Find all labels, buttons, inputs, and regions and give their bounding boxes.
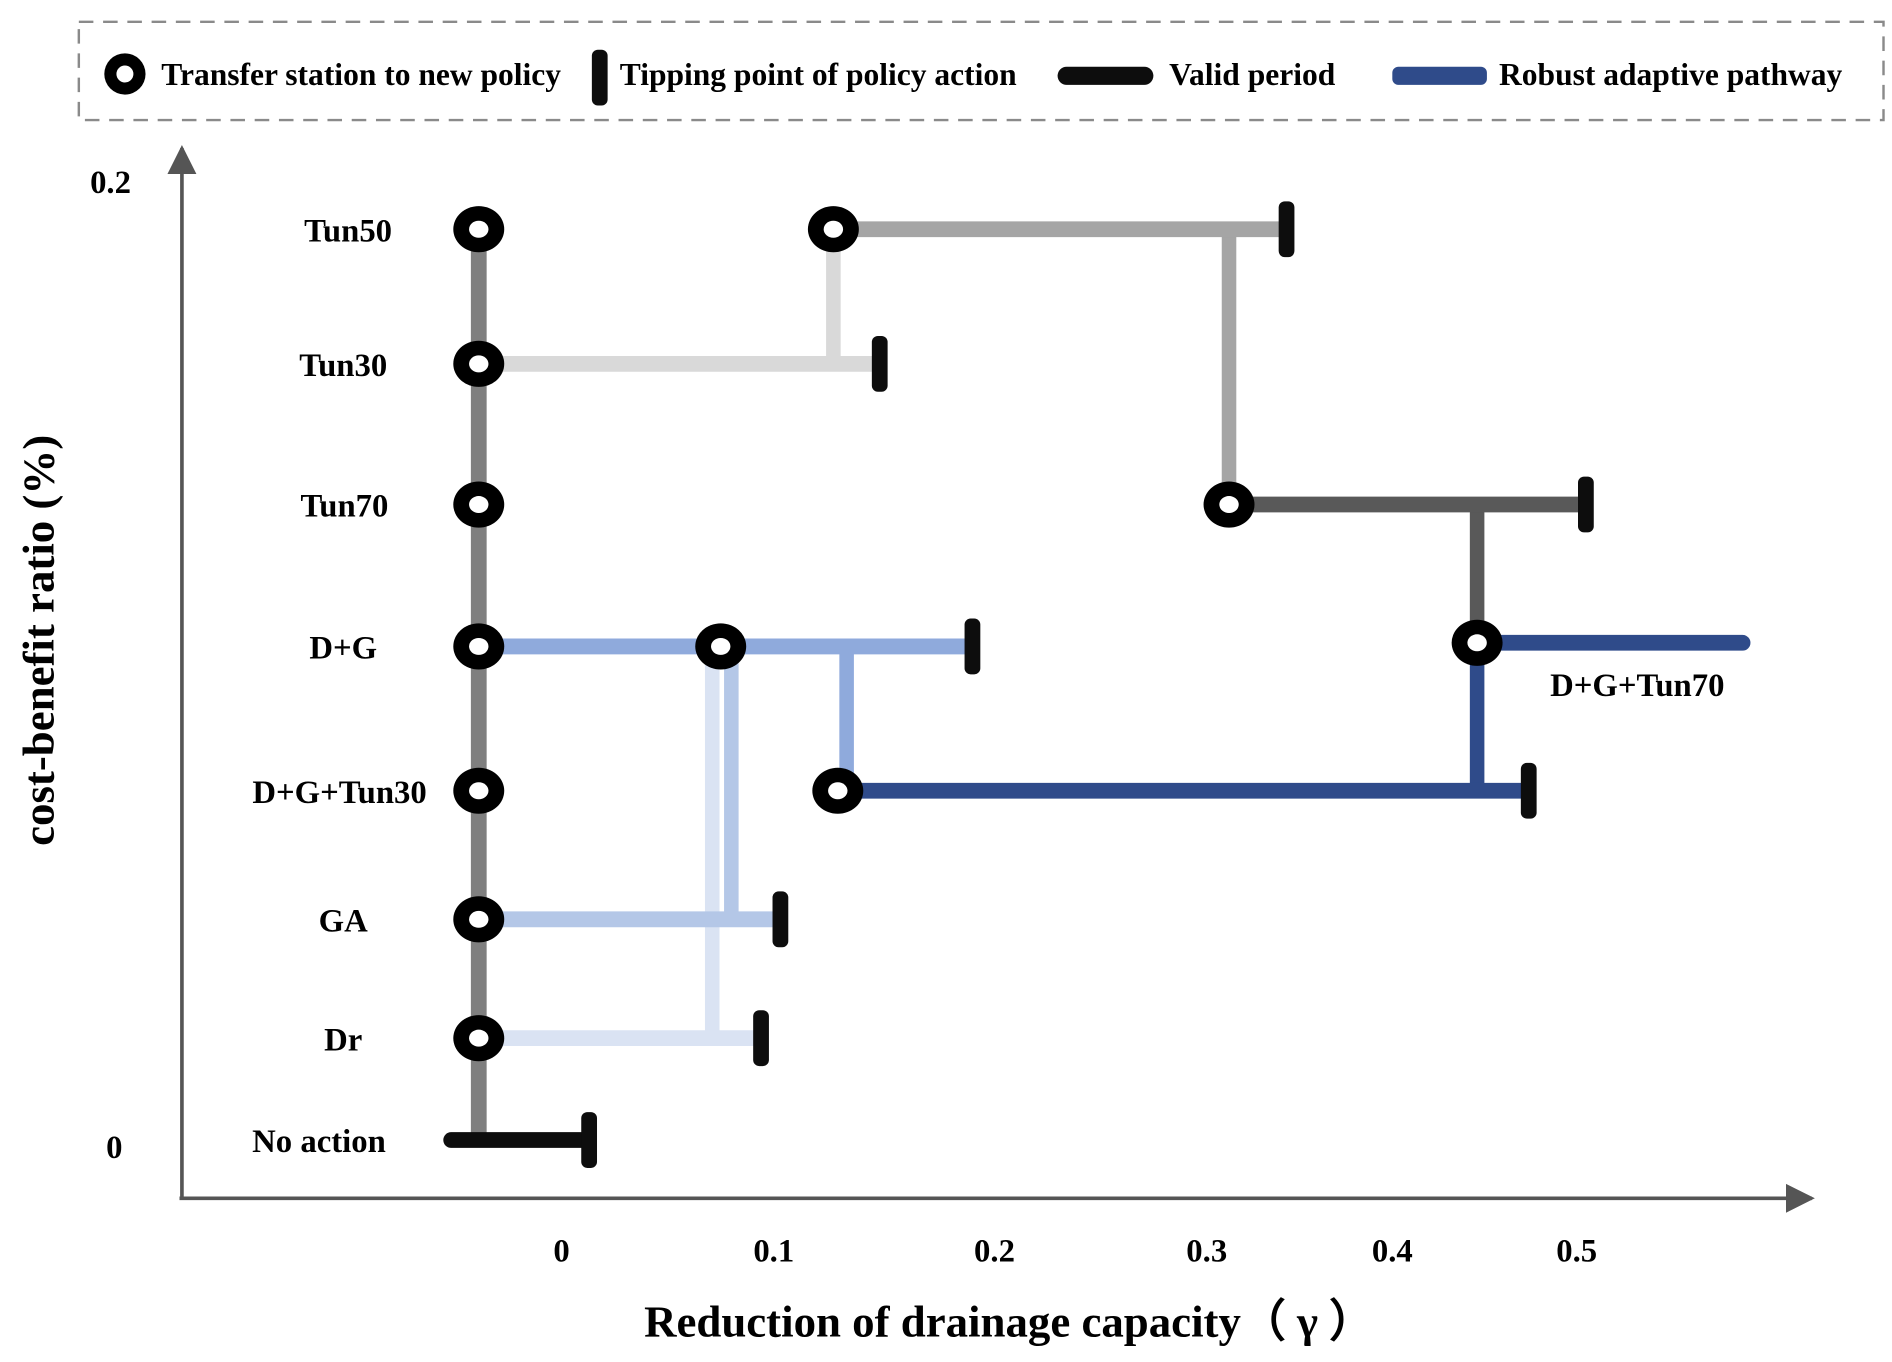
transfer-stations [453, 206, 1503, 1062]
transfer-station-hole [469, 637, 489, 655]
transfer-station-hole [823, 220, 844, 238]
legend-item-transfer-station: Transfer station to new policy [104, 53, 561, 95]
transfer-station-hole [828, 782, 848, 800]
policy-label: D+G [309, 631, 377, 667]
transfer-station-hole [1219, 496, 1239, 514]
policy-label: Tun70 [300, 489, 388, 525]
tipping-point-icon [1578, 476, 1594, 533]
legend-label: Transfer station to new policy [161, 57, 561, 92]
x-tick-label: 0.3 [1186, 1233, 1227, 1269]
policy-label: Tun50 [304, 213, 392, 249]
axes: 0.2 0 cost-benefit ratio (%) Reduction o… [13, 145, 1815, 1347]
tipping-point-icon [753, 1010, 769, 1067]
legend-item-tipping-point: Tipping point of policy action [591, 49, 1017, 106]
policy-label: D+G+Tun70 [1550, 668, 1724, 704]
transfer-station-icon-hole [116, 65, 134, 83]
transfer-station-hole [469, 1029, 489, 1047]
policy-label: No action [252, 1124, 386, 1160]
tipping-points [581, 201, 1594, 1168]
policy-label: Tun30 [299, 348, 387, 384]
x-tick-label: 0 [553, 1233, 569, 1269]
legend-item-robust-pathway: Robust adaptive pathway [1392, 57, 1843, 92]
transfer-station-hole [469, 782, 489, 800]
transfer-station-hole [469, 910, 489, 928]
y-axis-title: cost-benefit ratio (%) [13, 435, 63, 846]
tipping-point-icon [591, 49, 608, 106]
x-tick-label: 0.1 [753, 1233, 794, 1269]
robust-pathway-icon [1392, 66, 1487, 85]
y-tick-label: 0 [106, 1130, 122, 1166]
tipping-point-icon [1278, 201, 1295, 258]
tipping-point-icon [1520, 762, 1537, 819]
tipping-point-icon [581, 1112, 598, 1168]
legend-frame [77, 20, 1885, 122]
x-axis-title: Reduction of drainage capacity（ γ ） [644, 1297, 1374, 1347]
tipping-point-icon [964, 618, 981, 675]
x-tick-label: 0.2 [974, 1233, 1015, 1269]
x-tick-labels: 0 0.1 0.2 0.3 0.4 0.5 [553, 1233, 1597, 1269]
tipping-point-icon [871, 335, 888, 392]
transfer-station-hole [469, 220, 489, 238]
legend-item-valid-period: Valid period [1057, 57, 1336, 92]
x-tick-label: 0.4 [1372, 1233, 1413, 1269]
policy-label: GA [319, 903, 368, 939]
tipping-point-icon [772, 891, 789, 948]
y-tick-label: 0.2 [90, 165, 131, 201]
x-tick-label: 0.5 [1556, 1233, 1597, 1269]
legend-label: Tipping point of policy action [620, 57, 1017, 92]
legend-label: Robust adaptive pathway [1499, 57, 1842, 92]
policy-label: Dr [324, 1022, 362, 1058]
legend-label: Valid period [1169, 57, 1336, 92]
transfer-station-hole [469, 355, 489, 373]
transfer-station-hole [1467, 634, 1487, 652]
transfer-station-hole [711, 637, 731, 655]
valid-period-icon [1057, 66, 1154, 85]
pathway-lines [443, 221, 1751, 1148]
transfer-station-hole [469, 496, 489, 514]
legend: Transfer station to new policy Tipping p… [77, 20, 1885, 122]
policy-label: D+G+Tun30 [252, 775, 426, 811]
